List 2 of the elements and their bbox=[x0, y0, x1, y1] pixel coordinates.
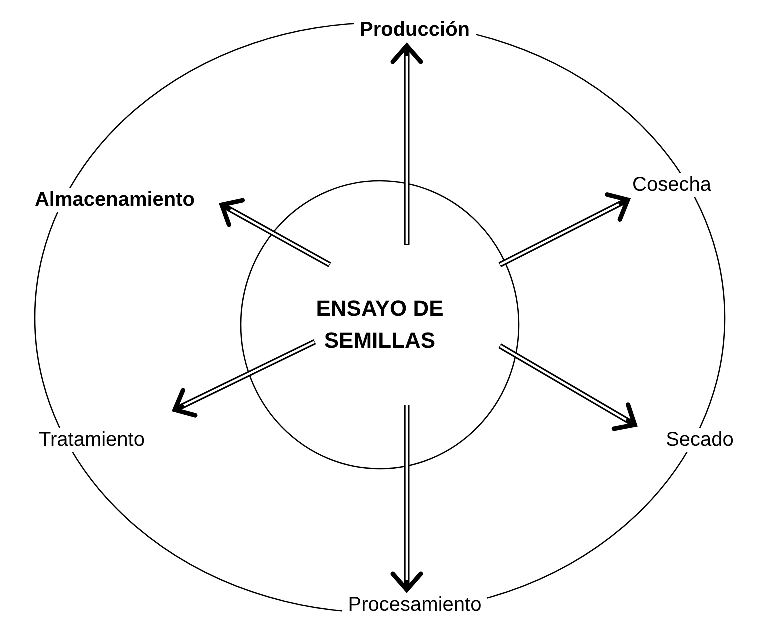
stage-label: Procesamiento bbox=[342, 593, 488, 617]
center-title: ENSAYO DE SEMILLAS bbox=[315, 295, 445, 355]
